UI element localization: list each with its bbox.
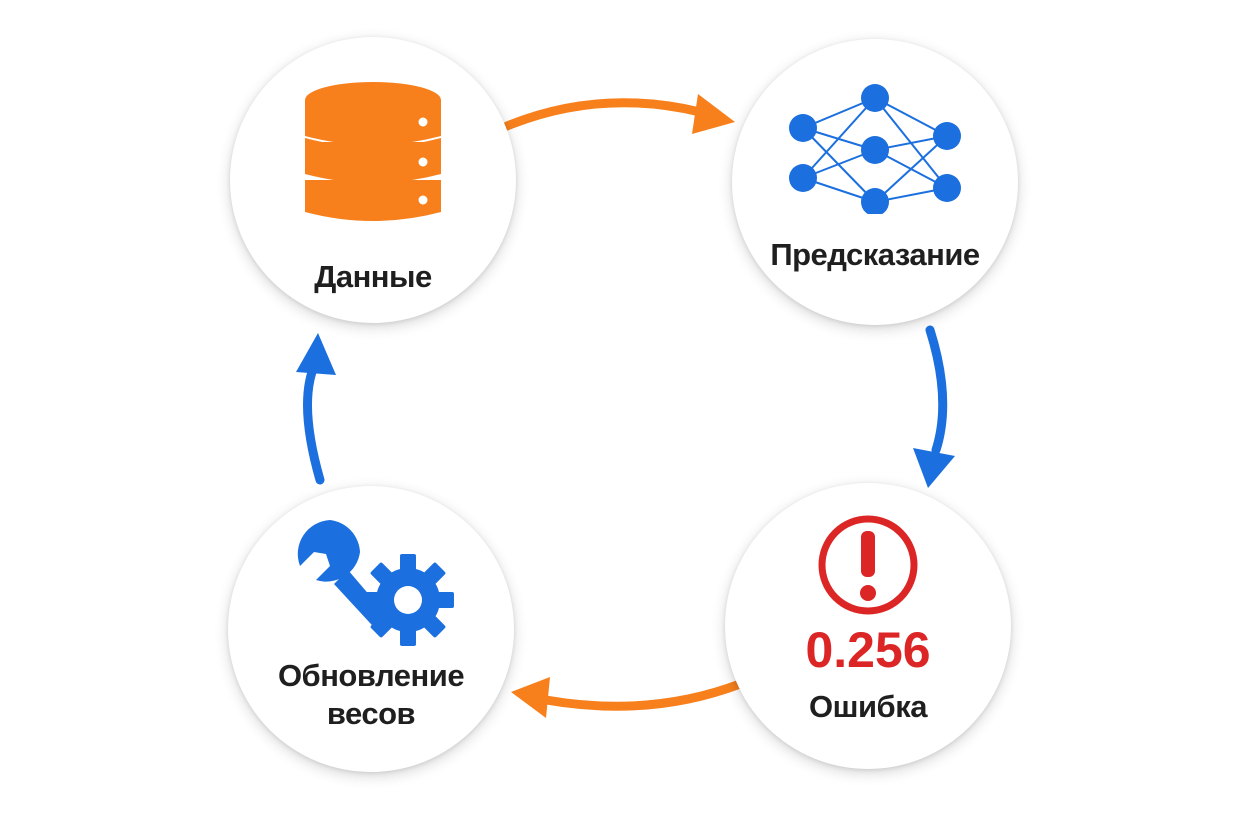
wrench-gear-icon	[297, 520, 454, 646]
arrow-update-to-data	[296, 333, 336, 485]
error-node: 0.256 Ошибка	[725, 483, 1011, 769]
error-value: 0.256	[805, 622, 931, 678]
arrow-error-to-update	[511, 677, 745, 718]
data-node: Данные	[230, 37, 516, 323]
alert-circle-icon	[818, 515, 918, 615]
error-label: Ошибка	[809, 689, 927, 724]
update-label-line2: весов	[326, 696, 416, 731]
prediction-node: Предсказание	[732, 39, 1018, 325]
arrow-data-to-prediction	[502, 94, 735, 134]
arrow-prediction-to-error	[913, 325, 955, 488]
neural-network-icon	[789, 84, 961, 214]
update-label-line1: Обновление	[277, 658, 465, 693]
update-node: Обновление весов	[228, 486, 514, 772]
database-icon	[305, 82, 441, 221]
prediction-label: Предсказание	[770, 237, 980, 272]
data-label: Данные	[314, 259, 432, 294]
